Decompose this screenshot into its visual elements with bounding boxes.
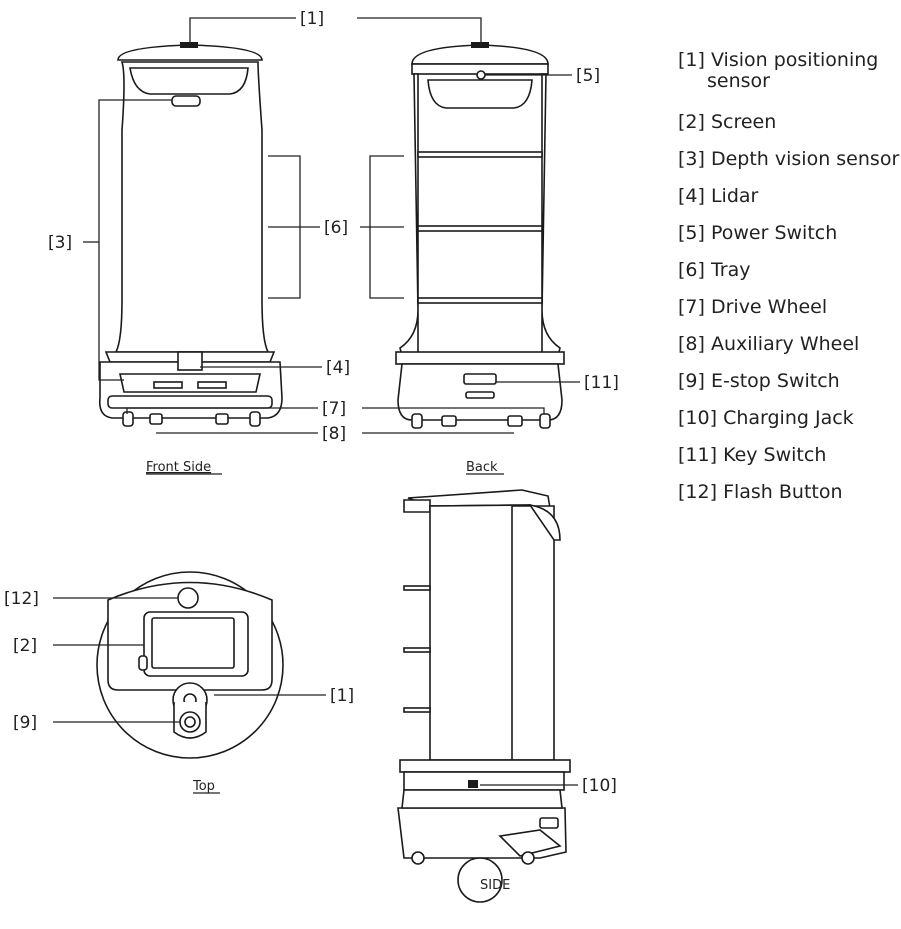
- legend-item-8: [8] Auxiliary Wheel: [678, 333, 860, 355]
- callout-5: [5]: [576, 66, 600, 86]
- callout-3: [3]: [48, 233, 72, 253]
- view-captions: Front Side Back Top SIDE: [146, 460, 510, 893]
- caption-back: Back: [466, 460, 498, 475]
- callout-8: [8]: [322, 424, 346, 444]
- callout-1-top: [1]: [300, 9, 324, 29]
- flash-button-shape: [177, 587, 199, 609]
- top-view: [96, 571, 284, 759]
- leader-lines: [53, 17, 580, 786]
- callout-2: [2]: [13, 636, 37, 656]
- callout-7: [7]: [322, 399, 346, 419]
- callout-11: [11]: [584, 373, 619, 393]
- front-vision-sensor: [180, 42, 198, 48]
- side-view: [397, 489, 571, 903]
- back-view: [395, 42, 565, 429]
- legend-item-12: [12] Flash Button: [678, 481, 843, 503]
- legend-item-1: [1] Vision positioning sensor: [678, 49, 879, 92]
- legend-item-11: [11] Key Switch: [678, 444, 827, 466]
- legend-item-7: [7] Drive Wheel: [678, 296, 828, 318]
- legend-item-2: [2] Screen: [678, 111, 777, 133]
- depth-sensor-shape: [171, 95, 201, 107]
- callout-6: [6]: [324, 218, 348, 238]
- legend-item-3: [3] Depth vision sensor: [678, 148, 900, 170]
- callout-12: [12]: [4, 589, 39, 609]
- caption-side: SIDE: [480, 878, 510, 893]
- callout-9: [9]: [13, 713, 37, 733]
- callout-4: [4]: [326, 358, 350, 378]
- power-switch-shape: [476, 70, 486, 80]
- callout-1-top-view: [1]: [330, 686, 354, 706]
- legend-item-4: [4] Lidar: [678, 185, 759, 207]
- front-view: [98, 42, 283, 427]
- legend-item-5: [5] Power Switch: [678, 222, 838, 244]
- caption-front: Front Side: [146, 460, 211, 475]
- legend-item-10: [10] Charging Jack: [678, 407, 854, 429]
- callout-10: [10]: [582, 776, 617, 796]
- charging-jack-shape: [468, 780, 478, 788]
- legend-item-9: [9] E-stop Switch: [678, 370, 840, 392]
- legend-item-6: [6] Tray: [678, 259, 751, 281]
- caption-top: Top: [192, 779, 215, 794]
- legend: [1] Vision positioning sensor [2] Screen…: [678, 50, 900, 511]
- callout-labels: [1] [5] [3] [6] [4] [11] [7] [8] [12] [2…: [4, 9, 619, 796]
